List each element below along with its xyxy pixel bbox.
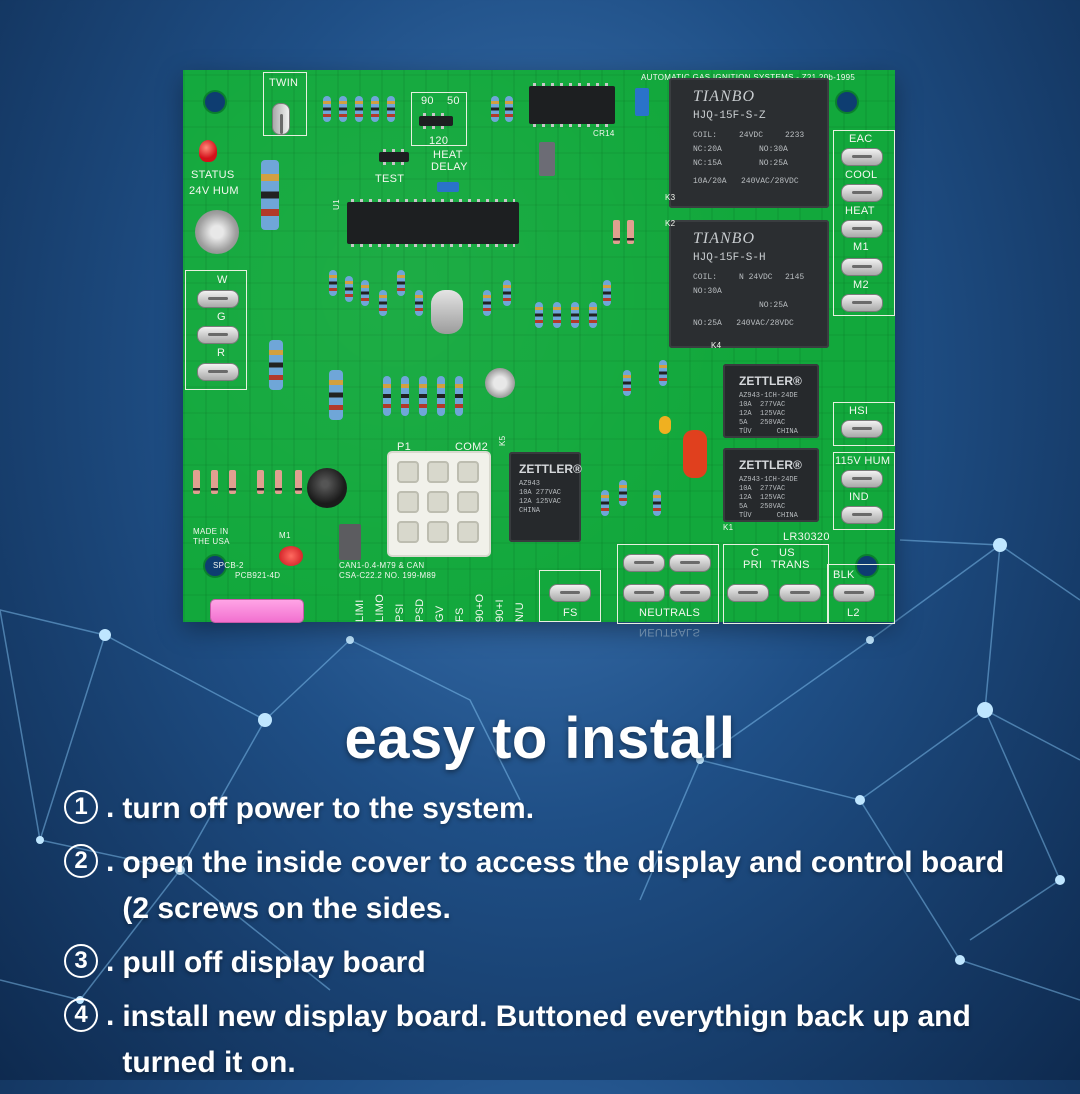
step-text: install new display board. Buttoned ever… [122,1000,971,1079]
label-120: 120 [429,135,449,147]
pin-label: LIMI [354,599,366,622]
relay-brand: ZETTLER® [739,374,802,388]
step-item: 4 . install new display board. Buttoned … [64,994,1024,1086]
microcontroller-chip [347,199,519,247]
ic-chip [529,83,615,127]
resistor [261,160,279,230]
label-the-usa: THE USA [193,537,230,546]
label-delay: DELAY [431,161,468,173]
label-g: G [217,311,226,323]
label-k4: K4 [711,341,722,350]
label-heat: HEAT [845,205,875,217]
label-m2: M2 [853,279,869,291]
label-l2: L2 [847,607,860,619]
label-115v-hum: 115V HUM [835,455,891,467]
step-text: pull off display board [122,946,426,979]
step-number-badge: 4 [64,998,98,1032]
hum-terminal-screw [195,210,239,254]
label-p1: P1 [397,441,412,453]
relay-k5: ZETTLER® AZ943 10A 277VAC 12A 125VAC CHI… [509,452,582,542]
label-k3: K3 [665,193,676,202]
label-made-in: MADE IN [193,527,229,536]
step-item: 2 . open the inside cover to access the … [64,840,1024,932]
pin-label: 90+O [474,593,486,622]
label-k2: K2 [665,219,676,228]
label-r: R [217,347,226,359]
step-item: 1 . turn off power to the system. [64,786,1024,832]
relay-k2: TIANBO HJQ-15F-S-H COIL: N 24VDC 2145 NO… [669,220,829,348]
label-cr14: CR14 [593,129,615,138]
fuse [211,600,303,622]
step-number-badge: 1 [64,790,98,824]
label-w: W [217,274,228,286]
pin-label: LIMO [374,593,386,622]
label-fs: FS [563,607,578,619]
install-steps-list: 1 . turn off power to the system. 2 . op… [64,786,1024,1094]
label-eac: EAC [849,133,873,145]
label-cert-1: SPCB-2 [213,561,244,570]
step-separator: . [106,945,115,978]
label-heat: HEAT [433,149,463,161]
status-led [199,140,217,162]
label-status: STATUS [191,169,235,181]
label-neutrals: NEUTRALS [639,607,701,619]
label-50: 50 [447,95,460,107]
label-m1-small: M1 [279,531,291,540]
connector-p1 [389,453,489,555]
step-separator: . [106,845,115,878]
label-trans: TRANS [771,559,810,571]
label-k5: K5 [498,435,507,446]
step-item: 3 . pull off display board [64,940,1024,986]
mounting-hole [855,554,879,578]
label-hsi: HSI [849,405,869,417]
label-twin: TWIN [269,77,299,89]
pin-label: FS [454,607,466,622]
relay-brand: TIANBO [693,230,755,247]
relay-brand: ZETTLER® [739,458,802,472]
pin-label: N/U [514,602,526,622]
headline: easy to install [344,706,736,771]
label-u1: U1 [332,199,341,210]
label-24v-hum: 24V HUM [189,185,239,197]
relay-k3: TIANBO HJQ-15F-S-Z COIL: 24VDC 2233 NC:2… [669,78,829,208]
step-number-badge: 3 [64,944,98,978]
step-separator: . [106,999,115,1032]
pin-label: PSD [414,598,426,622]
label-pri: PRI [743,559,763,571]
step-text: turn off power to the system. [122,792,535,825]
pin-label: 90+I [494,599,506,622]
board-header-text: AUTOMATIC GAS IGNITION SYSTEMS - Z21.20b… [641,73,856,82]
label-neutrals-reflection: NEUTRALS [639,626,701,638]
relay-model: HJQ-15F-S-H [693,252,766,264]
label-test: TEST [375,173,405,185]
step-number-badge: 2 [64,844,98,878]
relay-hsi: ZETTLER® AZ943-1CH-24DE 10A 277VAC 12A 1… [723,364,819,438]
label-lr30320: LR30320 [783,531,830,543]
step-separator: . [106,791,115,824]
mounting-hole [203,554,227,578]
step-text: open the inside cover to access the disp… [122,846,1005,925]
label-90: 90 [421,95,434,107]
relay-brand: TIANBO [693,88,755,105]
label-ind: IND [849,491,869,503]
label-cert-4: CSA-C22.2 NO. 199-M89 [339,571,437,580]
pin-label: PSI [394,603,406,622]
label-cool: COOL [845,169,878,181]
label-cert-2: CAN1-0.4-M79 & CAN [339,561,425,570]
label-k1: K1 [723,523,734,532]
label-us: US [779,547,795,559]
mounting-hole [203,90,227,114]
label-m1: M1 [853,241,869,253]
circuit-board-image: AUTOMATIC GAS IGNITION SYSTEMS - Z21.20b… [183,70,895,638]
relay-model: HJQ-15F-S-Z [693,110,766,122]
label-c: C [751,547,760,559]
label-com2: COM2 [455,441,488,453]
pin-label: GV [434,605,446,623]
relay-ind: ZETTLER® AZ943-1CH-24DE 10A 277VAC 12A 1… [723,448,819,522]
label-blk: BLK [833,569,855,581]
mounting-hole [835,90,859,114]
label-cert-3: PCB921-4D [235,571,281,580]
